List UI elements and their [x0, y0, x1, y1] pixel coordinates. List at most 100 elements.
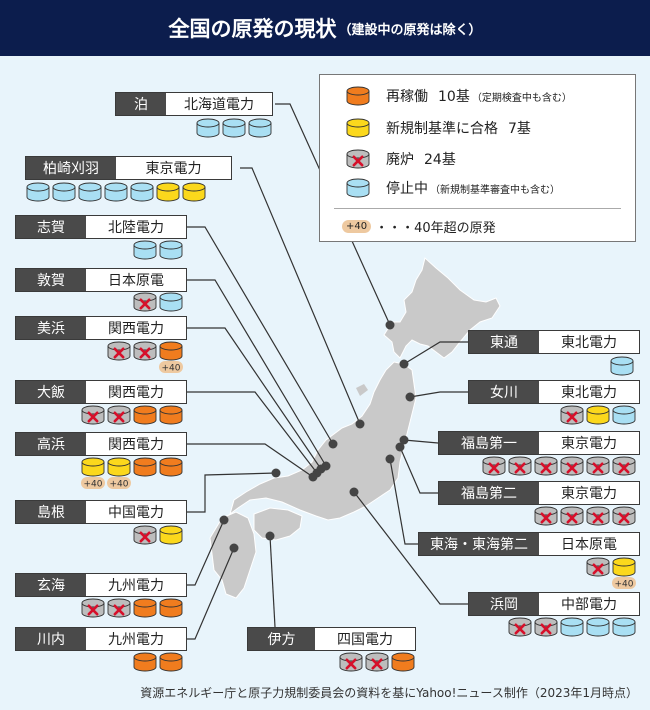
- plant-company: 東京電力: [539, 482, 639, 504]
- plant-company: 北海道電力: [166, 93, 272, 115]
- leader-line: [403, 341, 468, 365]
- legend-new-standard-label: 新規制基準に合格: [386, 121, 498, 137]
- leader-line: [403, 439, 439, 444]
- plant-location-dot: [399, 435, 409, 445]
- reactor-row: [81, 598, 183, 618]
- reactor-approved-icon: [586, 405, 610, 425]
- leader-line: [185, 519, 225, 586]
- plant-label-takahama: 高浜 関西電力: [15, 432, 187, 456]
- legend-operating-count: 10基: [438, 89, 470, 105]
- reactor-operating-icon: [159, 598, 183, 618]
- reactor-approved-icon: [182, 182, 206, 202]
- leader-line: [185, 327, 322, 470]
- leader-line: [185, 443, 314, 478]
- reactor-row: [133, 652, 183, 672]
- reactor-decommissioned-icon: [81, 405, 105, 425]
- reactor-stopped-icon: [612, 405, 636, 425]
- plant-label-fukushima-daini: 福島第二 東京電力: [438, 481, 640, 505]
- reactor-row: [482, 456, 636, 476]
- reactor-decommissioned-icon: [508, 456, 532, 476]
- plant-company: 東京電力: [539, 432, 639, 454]
- leader-line: [240, 167, 361, 425]
- reactor-row: [196, 118, 272, 138]
- reactor-decommissioned-icon: [107, 341, 131, 361]
- plant-location-dot: [355, 419, 365, 429]
- legend-decommissioned: 廃炉 24基: [386, 149, 456, 169]
- plant-name: 大飯: [16, 381, 86, 403]
- reactor-operating-icon: [133, 405, 157, 425]
- plant-label-genkai: 玄海 九州電力: [15, 573, 187, 597]
- reactor-decommissioned-icon: [107, 405, 131, 425]
- plant-location-dot: [229, 543, 239, 553]
- reactor-decommissioned-icon: [107, 598, 131, 618]
- reactor-operating-icon: [133, 598, 157, 618]
- plant-company: 関西電力: [86, 433, 186, 455]
- plant-label-shimane: 島根 中国電力: [15, 500, 187, 524]
- leader-line: [269, 535, 276, 628]
- leader-line: [389, 458, 418, 545]
- plant-company: 九州電力: [86, 628, 186, 650]
- reactor-stopped-icon: [104, 182, 128, 202]
- plant-company: 九州電力: [86, 574, 186, 596]
- plant-name: 伊方: [248, 628, 315, 650]
- plant-label-onagawa: 女川 東北電力: [468, 380, 640, 404]
- reactor-stopped-icon: [26, 182, 50, 202]
- reactor-row: [339, 652, 415, 672]
- plant-name: 福島第一: [439, 432, 539, 454]
- header-bar: 全国の原発の現状 （建設中の原発は除く）: [0, 0, 650, 56]
- plant-company: 日本原電: [86, 269, 186, 291]
- reactor-approved-icon: [612, 557, 636, 577]
- reactor-stopped-icon: [586, 617, 610, 637]
- leader-line: [185, 226, 334, 445]
- legend-decommissioned-count: 24基: [424, 152, 456, 168]
- reactor-operating-icon: [391, 652, 415, 672]
- reactor-decommissioned-icon: [586, 506, 610, 526]
- leader-line: [185, 472, 277, 513]
- legend-divider: [334, 208, 621, 209]
- reactor-operating-icon: [133, 457, 157, 477]
- reactor-stopped-icon: [248, 118, 272, 138]
- reactor-icons: +40+40+40+40: [26, 118, 636, 672]
- reactor-approved-icon: [107, 457, 131, 477]
- reactor-row: +40: [107, 341, 183, 374]
- reactor-decommissioned-icon: [560, 405, 584, 425]
- reactor-decommissioned-icon: [508, 617, 532, 637]
- plant-name: 女川: [469, 381, 539, 403]
- honshu-island: [229, 361, 417, 521]
- reactor-row: +40+40: [81, 457, 183, 490]
- reactor-decommissioned-icon: [534, 506, 558, 526]
- plant-name: 美浜: [16, 317, 86, 339]
- plant-name: 東通: [469, 331, 539, 353]
- reactor-decommissioned-icon: [133, 341, 157, 361]
- plant-location-dot: [308, 472, 318, 482]
- reactor-decommissioned-icon: [534, 617, 558, 637]
- plant-label-ohi: 大飯 関西電力: [15, 380, 187, 404]
- legend-box: 再稼働 10基 （定期検査中も含む） 新規制基準に合格 7基 廃炉 24基 停止…: [319, 74, 636, 242]
- reactor-approved-icon: [346, 118, 370, 138]
- plant-location-dot: [395, 442, 405, 452]
- plant-location-dot: [385, 454, 395, 464]
- svg-text:+40: +40: [162, 364, 181, 374]
- legend-stopped-label: 停止中: [386, 181, 428, 197]
- reactor-row: [81, 405, 183, 425]
- reactor-row: [133, 240, 183, 260]
- plant-name: 高浜: [16, 433, 86, 455]
- sado-island: [356, 384, 368, 396]
- reactor-decommissioned-icon: [81, 598, 105, 618]
- reactor-stopped-icon: [560, 617, 584, 637]
- plant-label-hamaoka: 浜岡 中部電力: [468, 592, 640, 616]
- reactor-row: [560, 405, 636, 425]
- plant-company: 関西電力: [86, 317, 186, 339]
- plant-company: 東北電力: [539, 331, 639, 353]
- reactor-stopped-icon: [612, 617, 636, 637]
- plant-location-dot: [265, 531, 275, 541]
- reactor-row: +40: [586, 557, 636, 590]
- reactor-operating-icon: [159, 652, 183, 672]
- svg-text:+40: +40: [615, 580, 634, 590]
- reactor-approved-icon: [81, 457, 105, 477]
- plant-name: 福島第二: [439, 482, 539, 504]
- reactor-row: [610, 356, 634, 376]
- leader-line: [185, 547, 235, 640]
- svg-text:+40: +40: [110, 480, 129, 490]
- reactor-row: [508, 617, 636, 637]
